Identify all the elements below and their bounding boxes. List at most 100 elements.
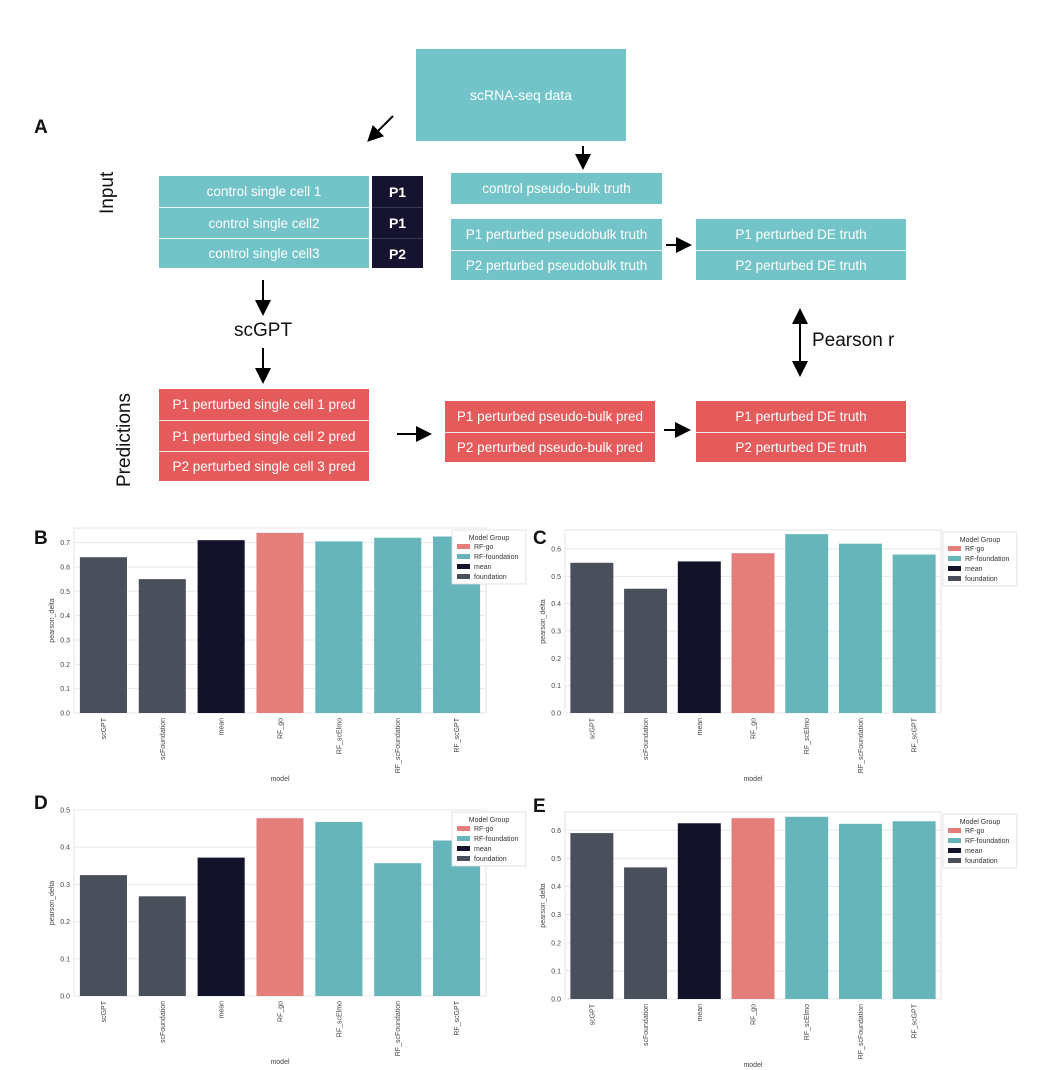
y-tick-label: 0.0 [551, 997, 561, 1004]
y-axis-label: pearson_delta [540, 883, 547, 927]
x-tick-label: scFoundation [160, 718, 167, 760]
control-cell-3: control single cell3 [159, 238, 369, 268]
y-tick-label: 0.2 [551, 656, 561, 663]
y-tick-label: 0.6 [551, 828, 561, 835]
x-tick-label: RF_scGPT [454, 717, 461, 752]
p2-pseudobulk-pred: P2 perturbed pseudo-bulk pred [445, 432, 655, 462]
x-tick-label: RF_scElmo [336, 1001, 343, 1037]
x-tick-label: RF_scElmo [336, 718, 343, 754]
bar-scfoundation [624, 867, 668, 999]
bar-rf-go [256, 818, 304, 996]
bar-scgpt [570, 562, 614, 713]
legend-swatch-rf-go [457, 544, 470, 549]
scgpt-label: scGPT [234, 320, 293, 341]
x-tick-label: scGPT [589, 717, 596, 739]
predictions-label: Predictions [114, 393, 135, 487]
x-tick-label: RF_scFoundation [395, 1001, 402, 1056]
legend-label: mean [965, 848, 983, 855]
control-cell-1: control single cell 1 [159, 176, 369, 207]
x-tick-label: RF_go [278, 1001, 285, 1022]
perturb-tag-1: P1 [372, 176, 423, 207]
y-tick-label: 0.7 [60, 540, 70, 547]
y-axis-label: pearson_delta [540, 599, 547, 643]
legend-swatch-mean [948, 566, 961, 571]
legend-label: RF-go [965, 546, 985, 553]
x-tick-label: RF_go [751, 718, 758, 739]
bar-scfoundation [624, 588, 668, 713]
bar-scfoundation [138, 896, 186, 996]
x-tick-label: mean [697, 1004, 704, 1022]
panel-letter-b: B [34, 528, 48, 549]
legend-swatch-foundation [948, 576, 961, 581]
perturb-tag-3: P2 [372, 238, 423, 268]
legend-swatch-rf-foundation [948, 556, 961, 561]
control-cell-2: control single cell2 [159, 207, 369, 238]
x-tick-label: RF_scGPT [912, 1003, 919, 1038]
legend-label: RF-foundation [965, 838, 1009, 845]
x-tick-label: scGPT [101, 1000, 108, 1022]
y-tick-label: 0.0 [60, 994, 70, 1001]
x-tick-label: RF_go [751, 1004, 758, 1025]
legend-title: Model Group [960, 537, 1001, 544]
legend-label: RF-go [474, 826, 494, 833]
bar-rf-scelmo [785, 534, 829, 713]
bar-rf-go [731, 818, 775, 999]
x-tick-label: mean [697, 718, 704, 736]
p1-pseudobulk-pred: P1 perturbed pseudo-bulk pred [445, 401, 655, 432]
y-axis-label: pearson_delta [49, 598, 56, 642]
legend-swatch-rf-foundation [457, 554, 470, 559]
bar-mean [197, 540, 245, 713]
p1-pseudobulk-truth: P1 perturbed pseudobulk truth [451, 219, 662, 250]
bar-rf-scelmo [785, 816, 829, 999]
x-tick-label: mean [219, 718, 226, 736]
scrna-seq-box: scRNA-seq data [416, 49, 626, 141]
legend-swatch-rf-foundation [948, 838, 961, 843]
y-tick-label: 0.4 [60, 845, 70, 852]
legend-label: foundation [474, 856, 507, 863]
y-tick-label: 0.1 [551, 683, 561, 690]
p1-de-truth: P1 perturbed DE truth [696, 219, 906, 250]
y-tick-label: 0.1 [60, 686, 70, 693]
y-tick-label: 0.4 [551, 601, 561, 608]
bar-rf-go [256, 532, 304, 713]
x-tick-label: RF_go [278, 718, 285, 739]
bar-rf-go [731, 553, 775, 713]
y-axis-label: pearson_delta [49, 881, 56, 925]
legend-title: Model Group [960, 819, 1001, 826]
bar-rf-scelmo [315, 541, 363, 713]
legend: Model GroupRF-goRF-foundationmeanfoundat… [451, 811, 527, 867]
legend-swatch-mean [948, 848, 961, 853]
p2-de-pred: P2 perturbed DE truth [696, 432, 906, 462]
pred-cell-1: P1 perturbed single cell 1 pred [159, 389, 369, 420]
legend: Model GroupRF-goRF-foundationmeanfoundat… [942, 531, 1018, 587]
bar-rf-scfoundation [374, 537, 422, 713]
y-tick-label: 0.1 [60, 956, 70, 963]
legend-swatch-foundation [948, 858, 961, 863]
legend-label: foundation [965, 576, 998, 583]
x-tick-label: RF_scFoundation [858, 718, 865, 773]
x-tick-label: RF_scGPT [912, 717, 919, 752]
legend-label: RF-foundation [474, 554, 518, 561]
legend-label: RF-go [965, 828, 985, 835]
y-tick-label: 0.5 [551, 856, 561, 863]
x-tick-label: scGPT [101, 717, 108, 739]
y-tick-label: 0.0 [60, 711, 70, 718]
bar-rf-scgpt [892, 554, 936, 713]
x-tick-label: scFoundation [160, 1001, 167, 1043]
x-tick-label: scFoundation [643, 1004, 650, 1046]
x-tick-label: RF_scElmo [804, 1004, 811, 1040]
pearson-label: Pearson r [812, 330, 895, 351]
x-tick-label: scFoundation [643, 718, 650, 760]
pred-cell-2: P1 perturbed single cell 2 pred [159, 420, 369, 451]
bar-rf-scgpt [433, 840, 481, 996]
bar-rf-scelmo [315, 821, 363, 996]
pred-cell-3: P2 perturbed single cell 3 pred [159, 451, 369, 481]
legend-swatch-rf-foundation [457, 836, 470, 841]
x-axis-label: model [270, 1059, 290, 1066]
y-tick-label: 0.1 [551, 968, 561, 975]
bar-rf-scgpt [892, 821, 936, 999]
legend-label: mean [474, 564, 492, 571]
